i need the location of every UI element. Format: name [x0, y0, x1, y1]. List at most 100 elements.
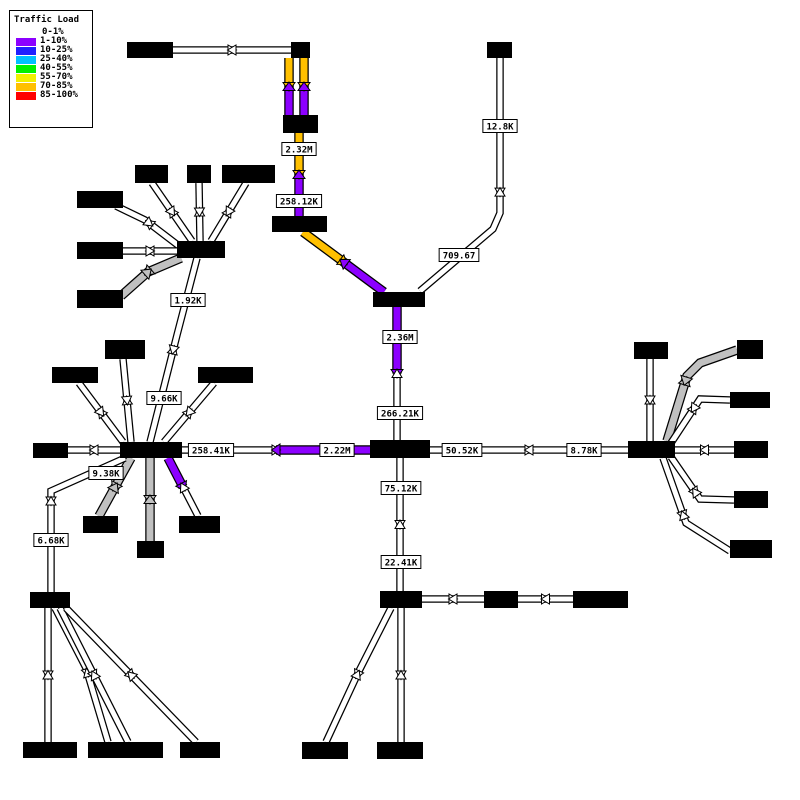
link-fill [114, 203, 151, 226]
legend-row-40-55%: 40-55% [10, 64, 92, 73]
node-mid-junction [373, 292, 425, 307]
link-arrowhead [93, 405, 105, 417]
node-east-1 [737, 340, 763, 359]
legend-row-85-100%: 85-100% [10, 91, 92, 100]
node-cluster-top-3 [222, 165, 275, 183]
legend-row-1-10%: 1-10% [10, 37, 92, 46]
link-fill [169, 210, 195, 243]
link-arrowhead [350, 669, 361, 682]
link-fill [162, 410, 191, 444]
legend-row-25-40%: 25-40% [10, 55, 92, 64]
legend-swatch [16, 46, 36, 55]
link-arrowhead [142, 215, 154, 227]
node-nw-2 [291, 42, 310, 58]
node-sub-1 [83, 516, 118, 533]
link-fill [95, 485, 119, 518]
link-fill [226, 181, 249, 214]
node-east-5 [730, 540, 772, 558]
node-north-lower [272, 216, 327, 232]
link-arrowhead [179, 482, 191, 494]
link-label-text: 709.67 [443, 252, 476, 262]
link-arrowhead [339, 258, 352, 271]
link-label-box [170, 293, 206, 307]
link-label: 2.32M [281, 142, 317, 156]
link-label: 8.78K [566, 443, 602, 457]
link-arrowhead [193, 207, 206, 218]
node-bottom-1 [23, 742, 77, 758]
link-arrowhead [127, 671, 139, 683]
legend-swatch [16, 73, 36, 82]
link-arrowhead [394, 519, 406, 529]
link-arrowhead [680, 374, 694, 387]
node-south-hub [380, 591, 422, 608]
link-label-text: 2.22M [323, 447, 351, 457]
legend-swatch [16, 91, 36, 100]
legend-row-label: 85-100% [40, 90, 78, 100]
link-arrowhead [292, 169, 306, 179]
node-cluster-top-1 [135, 165, 168, 183]
link-fill [668, 455, 698, 494]
node-north-upper [283, 115, 318, 133]
link-label: 266.21K [376, 406, 424, 420]
legend-swatch [16, 82, 36, 91]
node-south-east-1 [484, 591, 518, 608]
node-hub-nw [177, 241, 225, 258]
link-arrowhead [143, 494, 157, 504]
link-label-box [438, 248, 480, 262]
link-label-box [281, 142, 317, 156]
node-cluster-left-1 [77, 191, 123, 208]
link-label-box [146, 391, 182, 405]
link-arrowhead [540, 593, 550, 605]
node-upper-2 [52, 367, 98, 383]
link-arrowhead [282, 81, 296, 91]
link-label: 9.38K [88, 466, 124, 480]
link-label: 258.41K [187, 443, 235, 457]
link-label-box [380, 555, 422, 569]
link-fill [98, 411, 126, 444]
link-fill [300, 229, 346, 265]
link-arrowhead [90, 670, 102, 682]
link-arrowhead [270, 443, 281, 457]
link-arrowhead [164, 204, 176, 217]
node-nw-1 [127, 42, 173, 58]
link-fill [129, 673, 198, 744]
link-label-box [187, 443, 235, 457]
link-label-text: 12.8K [486, 123, 514, 133]
node-sub-3 [179, 516, 220, 533]
legend-row-70-85%: 70-85% [10, 82, 92, 91]
link-label-text: 258.41K [192, 447, 231, 457]
link-fill [187, 381, 216, 415]
link-fill [120, 358, 130, 401]
node-east-top [634, 342, 668, 359]
link-label: 9.66K [146, 391, 182, 405]
link-arrowhead [494, 186, 506, 197]
legend-row-0-1%: 0-1% [10, 28, 92, 37]
link-fill [341, 259, 387, 295]
link-label: 709.67 [438, 248, 480, 262]
legend-row-55-70%: 55-70% [10, 73, 92, 82]
link-arrowhead [690, 401, 702, 414]
link-fill [124, 400, 134, 443]
link-arrowhead [106, 482, 119, 495]
link-label: 2.36M [382, 330, 418, 344]
node-hub-center [370, 440, 430, 458]
link-label-text: 9.66K [150, 395, 178, 405]
link-label-box [482, 119, 518, 133]
node-hub-west [120, 442, 182, 458]
legend-swatch [16, 55, 36, 64]
legend-row-label: 0-1% [42, 27, 64, 37]
link-label-text: 8.78K [570, 447, 598, 457]
link-arrowhead [225, 205, 236, 217]
node-bottom-3 [180, 742, 220, 758]
legend-row-label: 40-55% [40, 63, 73, 73]
traffic-load-legend: Traffic Load 0-1%1-10%10-25%25-40%40-55%… [9, 10, 93, 128]
link-label-box [382, 330, 418, 344]
link-label-box [376, 406, 424, 420]
link-fill [118, 269, 151, 299]
node-ne [487, 42, 512, 58]
node-east-3 [734, 441, 768, 458]
legend-row-label: 25-40% [40, 54, 73, 64]
node-upper-1 [105, 340, 145, 359]
